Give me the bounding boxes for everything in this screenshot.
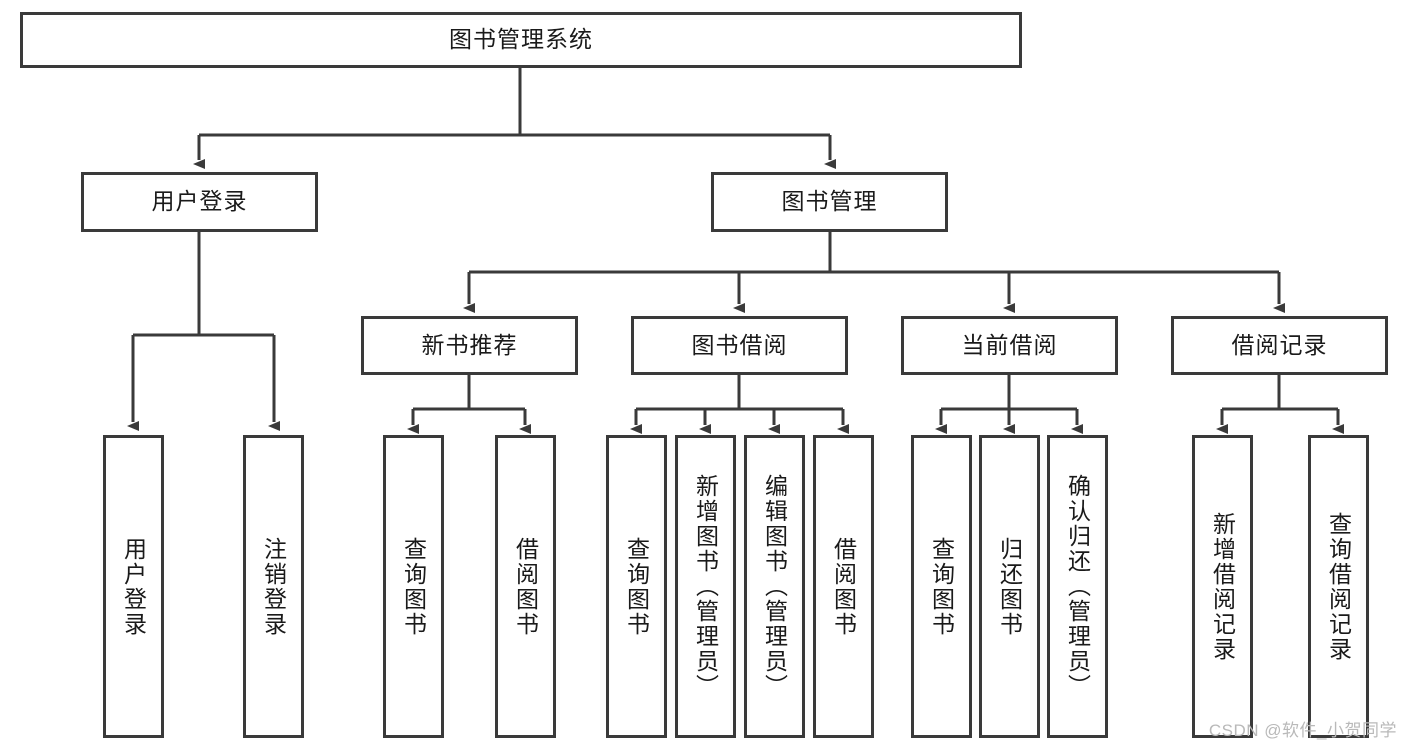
node-current-borrow-label: 当前借阅 — [961, 331, 1058, 358]
node-new-book-recommend[interactable]: 新书推荐 — [361, 316, 578, 375]
node-user-login[interactable]: 用户登录 — [81, 172, 318, 232]
node-leaf-add-record-label: 新增借阅记录 — [1209, 511, 1236, 662]
node-leaf-query-book-3[interactable]: 查询图书 — [911, 435, 972, 738]
watermark-text: CSDN @软件_小贺同学 — [1208, 721, 1397, 740]
node-leaf-return-book[interactable]: 归还图书 — [979, 435, 1040, 738]
node-leaf-user-login-label: 用户登录 — [120, 536, 147, 637]
node-leaf-confirm-return-label: 确认归还（管理员） — [1064, 474, 1091, 699]
node-leaf-logout-login[interactable]: 注销登录 — [243, 435, 304, 738]
node-leaf-borrow-book-1-label: 借阅图书 — [512, 536, 539, 637]
node-leaf-borrow-book-1[interactable]: 借阅图书 — [495, 435, 556, 738]
node-leaf-query-book-1-label: 查询图书 — [400, 536, 427, 637]
node-root-label: 图书管理系统 — [449, 26, 593, 53]
node-leaf-add-book-label: 新增图书（管理员） — [692, 474, 719, 699]
node-new-book-recommend-label: 新书推荐 — [421, 331, 518, 358]
node-current-borrow[interactable]: 当前借阅 — [901, 316, 1118, 375]
node-leaf-query-book-1[interactable]: 查询图书 — [383, 435, 444, 738]
node-user-login-label: 用户登录 — [151, 188, 248, 215]
node-leaf-confirm-return[interactable]: 确认归还（管理员） — [1047, 435, 1108, 738]
node-borrow-record-label: 借阅记录 — [1231, 331, 1328, 358]
node-book-borrow[interactable]: 图书借阅 — [631, 316, 848, 375]
node-leaf-borrow-book-2[interactable]: 借阅图书 — [813, 435, 874, 738]
node-leaf-query-record-label: 查询借阅记录 — [1325, 511, 1352, 662]
node-book-borrow-label: 图书借阅 — [691, 331, 788, 358]
node-book-manage[interactable]: 图书管理 — [711, 172, 948, 232]
node-leaf-add-book[interactable]: 新增图书（管理员） — [675, 435, 736, 738]
node-leaf-query-book-2-label: 查询图书 — [623, 536, 650, 637]
node-borrow-record[interactable]: 借阅记录 — [1171, 316, 1388, 375]
node-leaf-query-book-3-label: 查询图书 — [928, 536, 955, 637]
node-leaf-borrow-book-2-label: 借阅图书 — [830, 536, 857, 637]
node-leaf-logout-login-label: 注销登录 — [260, 536, 287, 637]
node-book-manage-label: 图书管理 — [781, 188, 878, 215]
node-leaf-add-record[interactable]: 新增借阅记录 — [1192, 435, 1253, 738]
node-leaf-edit-book[interactable]: 编辑图书（管理员） — [744, 435, 805, 738]
node-leaf-query-record[interactable]: 查询借阅记录 — [1308, 435, 1369, 738]
node-leaf-edit-book-label: 编辑图书（管理员） — [761, 474, 788, 699]
node-leaf-return-book-label: 归还图书 — [996, 536, 1023, 637]
node-root[interactable]: 图书管理系统 — [20, 12, 1022, 68]
node-leaf-user-login[interactable]: 用户登录 — [103, 435, 164, 738]
node-leaf-query-book-2[interactable]: 查询图书 — [606, 435, 667, 738]
